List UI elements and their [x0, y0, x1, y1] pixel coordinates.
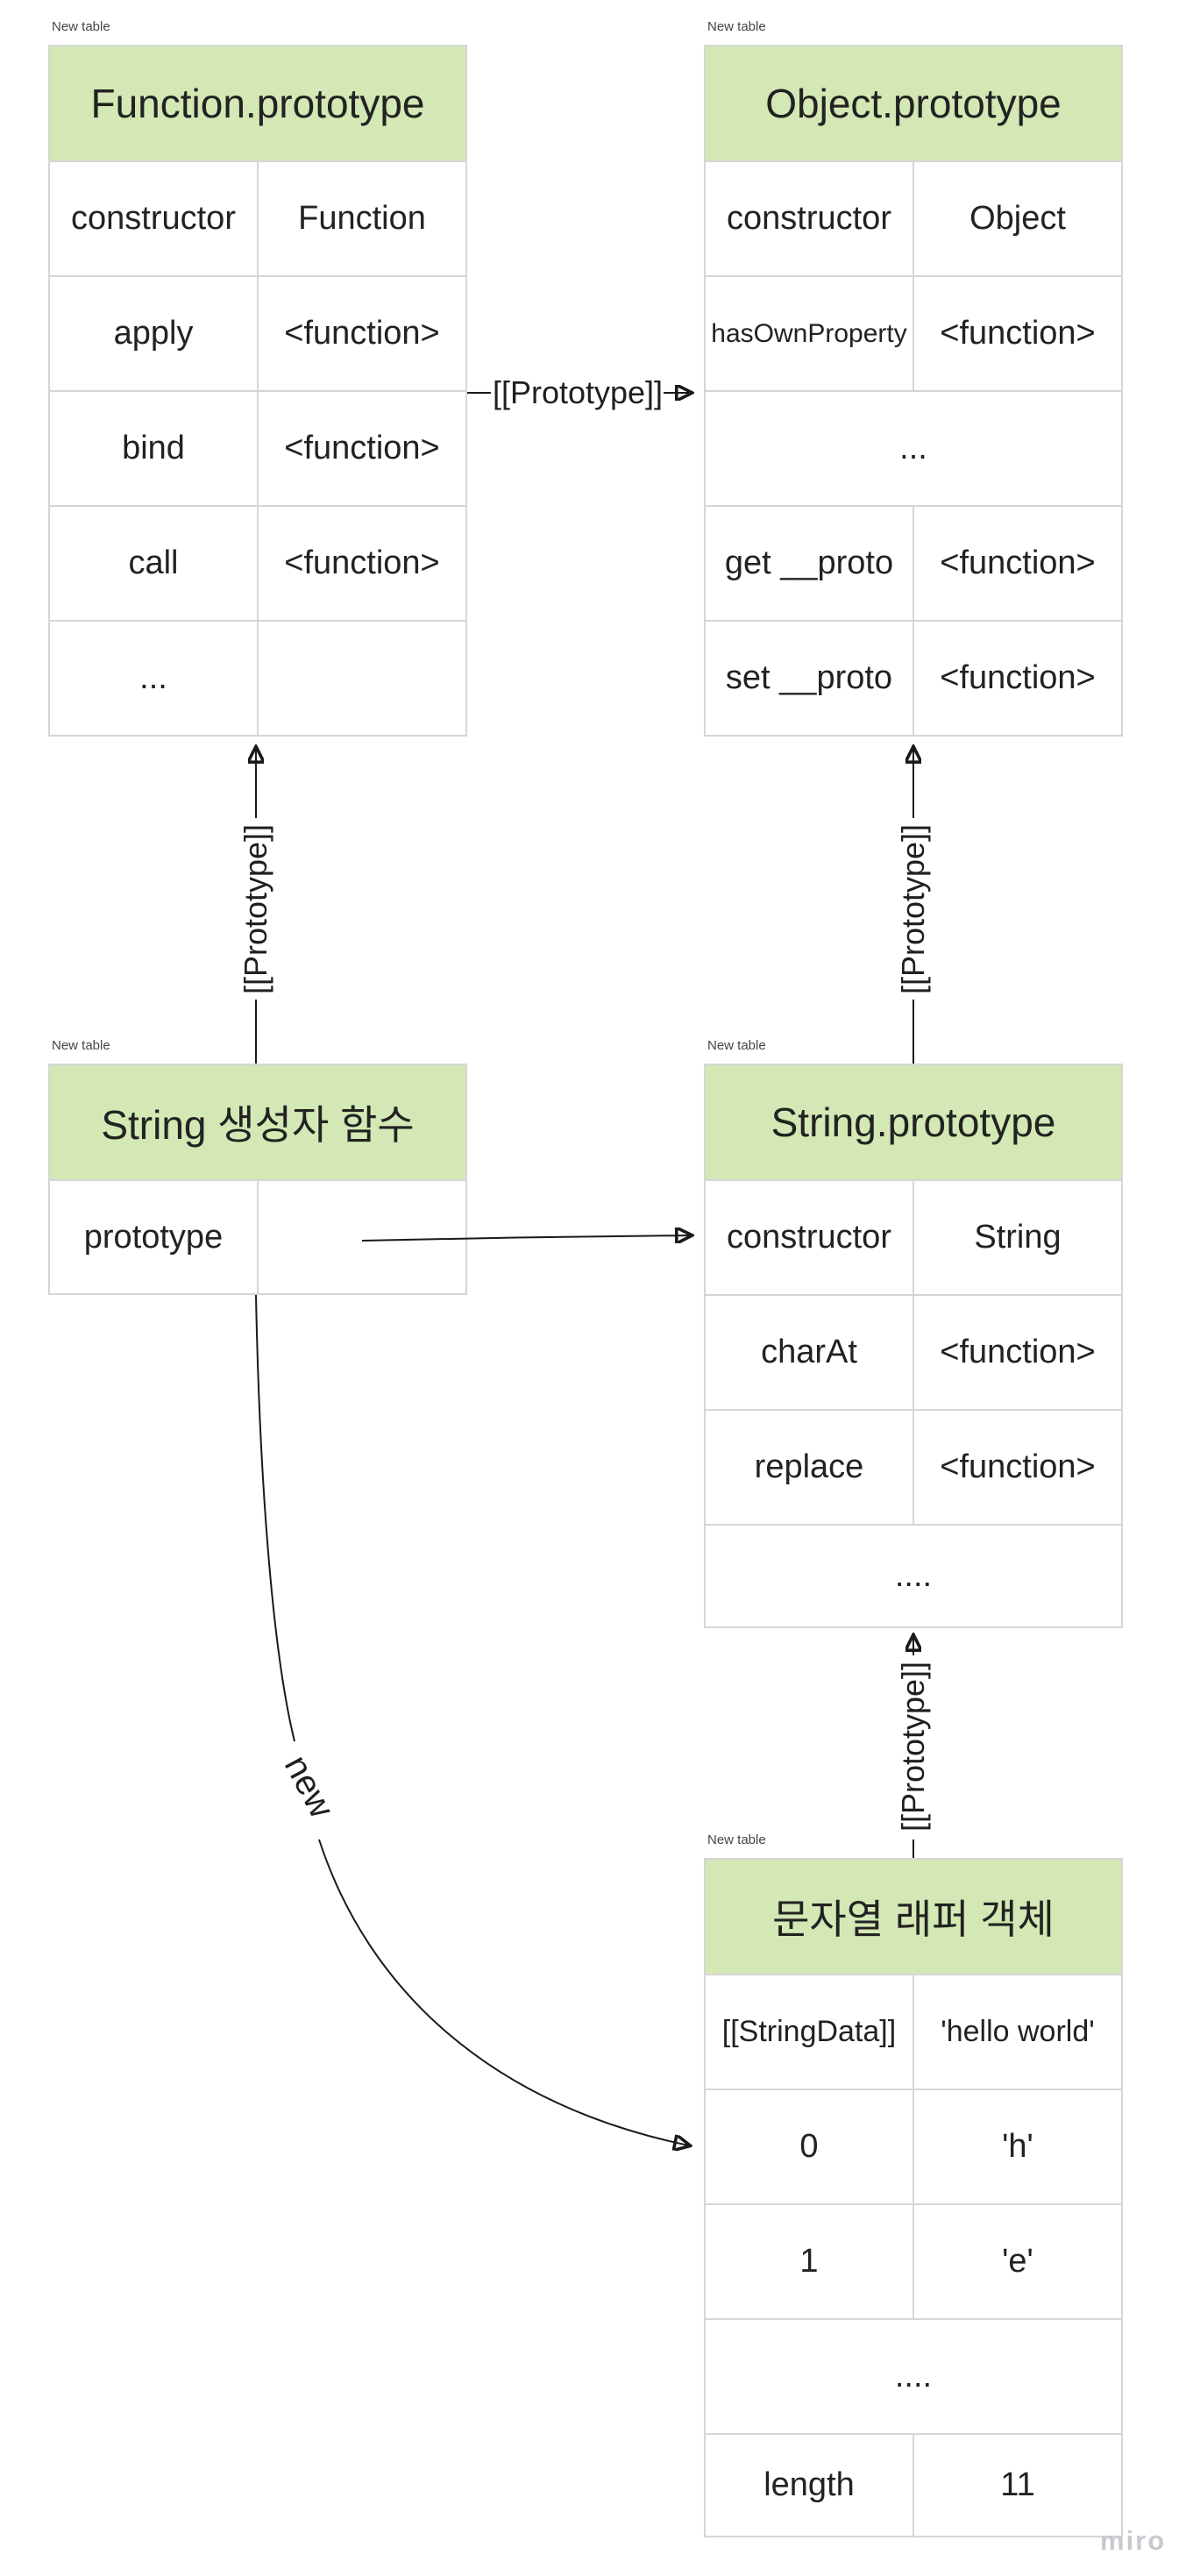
miro-watermark: miro	[1100, 2525, 1167, 2556]
table-string-wrapper[interactable]: New table 문자열 래퍼 객체 [[StringData]] 'hell…	[704, 1832, 1123, 2537]
cell-value[interactable]: String	[974, 1219, 1062, 1256]
cell-value[interactable]: 'h'	[1002, 2128, 1033, 2165]
cell-key[interactable]: ...	[50, 622, 259, 735]
table-header[interactable]: String 생성자 함수	[50, 1065, 465, 1179]
table-function-prototype[interactable]: New table Function.prototype constructor…	[48, 19, 467, 737]
cell-key[interactable]: constructor	[50, 162, 259, 275]
cell-key[interactable]: hasOwnProperty	[706, 277, 914, 390]
cell-value[interactable]: <function>	[940, 544, 1096, 581]
table-row: constructor Object	[706, 160, 1121, 275]
prototype-link-label-horizontal[interactable]: [[Prototype]]	[492, 374, 664, 410]
new-operator-arrow[interactable]	[255, 1294, 689, 2145]
table-row: get __proto <function>	[706, 505, 1121, 620]
cell-key[interactable]: replace	[706, 1411, 914, 1524]
table-row: set __proto <function>	[706, 620, 1121, 735]
table-row: 1 'e'	[706, 2203, 1121, 2318]
cell-key[interactable]: constructor	[706, 162, 914, 275]
cell-value[interactable]: 11	[1000, 2466, 1035, 2503]
table-header[interactable]: String.prototype	[706, 1065, 1121, 1179]
table-row: hasOwnProperty <function>	[706, 275, 1121, 390]
table-row: 0 'h'	[706, 2089, 1121, 2203]
table-object-prototype[interactable]: New table Object.prototype constructor O…	[704, 19, 1123, 737]
table-title: String 생성자 함수	[101, 1102, 415, 1148]
cell-value[interactable]: <function>	[940, 1448, 1096, 1485]
cell-value[interactable]: Function	[298, 200, 426, 237]
cell-span[interactable]: ....	[894, 1557, 933, 1594]
table-name-label[interactable]: New table	[707, 1038, 766, 1053]
table-name-label[interactable]: New table	[707, 1832, 766, 1847]
cell-key[interactable]: 0	[706, 2090, 914, 2203]
table-row: bind <function>	[50, 390, 465, 505]
prototype-link-label-left[interactable]: [[Prototype]]	[238, 823, 273, 995]
cell-value[interactable]: <function>	[940, 315, 1096, 352]
cell-value[interactable]	[259, 622, 465, 735]
prototype-link-label-right-top[interactable]: [[Prototype]]	[895, 823, 931, 995]
table-title: String.prototype	[770, 1099, 1056, 1145]
table-name-label[interactable]: New table	[52, 1038, 110, 1053]
table-row: replace <function>	[706, 1409, 1121, 1524]
cell-key[interactable]: [[StringData]]	[706, 1975, 914, 2089]
cell-key[interactable]: apply	[50, 277, 259, 390]
table-row: ....	[706, 1524, 1121, 1626]
cell-value[interactable]: <function>	[284, 544, 440, 581]
cell-key[interactable]: 1	[706, 2205, 914, 2318]
cell-key[interactable]: constructor	[706, 1181, 914, 1294]
cell-key[interactable]: get __proto	[706, 507, 914, 620]
table-row: length 11	[706, 2433, 1121, 2536]
table-string-prototype[interactable]: New table String.prototype constructor S…	[704, 1038, 1123, 1628]
table-row: prototype	[50, 1179, 465, 1293]
cell-value[interactable]: 'e'	[1002, 2243, 1033, 2280]
cell-span[interactable]: ....	[894, 2358, 933, 2395]
cell-value[interactable]: <function>	[284, 430, 440, 466]
cell-key[interactable]: call	[50, 507, 259, 620]
cell-key[interactable]: charAt	[706, 1296, 914, 1409]
table-row: constructor Function	[50, 160, 465, 275]
cell-value[interactable]: <function>	[284, 315, 440, 352]
cell-span[interactable]: ...	[899, 430, 927, 466]
cell-value[interactable]: <function>	[940, 659, 1096, 696]
table-title: Function.prototype	[90, 81, 425, 126]
table-row: constructor String	[706, 1179, 1121, 1294]
table-title: Object.prototype	[765, 81, 1062, 126]
table-row: ...	[50, 620, 465, 735]
table-header[interactable]: Function.prototype	[50, 46, 465, 160]
new-operator-label[interactable]: new	[276, 1749, 342, 1825]
table-name-label[interactable]: New table	[52, 19, 110, 34]
cell-key[interactable]: length	[706, 2435, 914, 2536]
table-row: ....	[706, 2318, 1121, 2433]
table-header[interactable]: 문자열 래퍼 객체	[706, 1860, 1121, 1974]
table-name-label[interactable]: New table	[707, 19, 766, 34]
table-string-constructor[interactable]: New table String 생성자 함수 prototype	[48, 1038, 467, 1295]
table-row: call <function>	[50, 505, 465, 620]
cell-value[interactable]	[259, 1181, 465, 1293]
table-title: 문자열 래퍼 객체	[772, 1896, 1055, 1942]
cell-value[interactable]: 'hello world'	[941, 2015, 1095, 2048]
table-row: charAt <function>	[706, 1294, 1121, 1409]
cell-value[interactable]: <function>	[940, 1334, 1096, 1370]
table-row: [[StringData]] 'hello world'	[706, 1974, 1121, 2089]
table-header[interactable]: Object.prototype	[706, 46, 1121, 160]
cell-value[interactable]: Object	[969, 200, 1066, 237]
table-row: ...	[706, 390, 1121, 505]
cell-key[interactable]: bind	[50, 392, 259, 505]
cell-key[interactable]: prototype	[50, 1181, 259, 1293]
cell-key[interactable]: set __proto	[706, 622, 914, 735]
prototype-link-label-right-bottom[interactable]: [[Prototype]]	[895, 1661, 931, 1832]
table-row: apply <function>	[50, 275, 465, 390]
